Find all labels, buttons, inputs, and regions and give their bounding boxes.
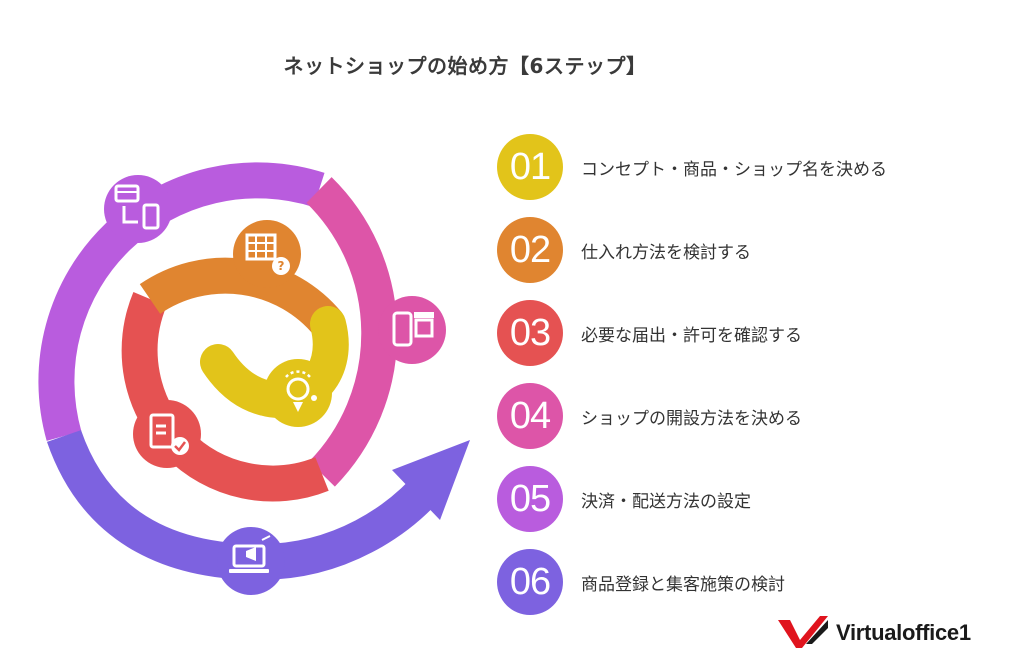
spreadsheet-question-icon: ? — [233, 220, 301, 288]
step-item: 03 必要な届出・許可を確認する — [497, 300, 1007, 366]
step-label: 仕入れ方法を検討する — [581, 242, 751, 263]
laptop-megaphone-icon — [217, 527, 285, 595]
brand-name: Virtualoffice1 — [836, 620, 971, 645]
ring-step-02 — [139, 257, 342, 336]
clipboard-check-icon — [133, 400, 201, 468]
step-number-badge: 01 — [497, 134, 563, 200]
step-label: 決済・配送方法の設定 — [581, 491, 751, 512]
card-to-phone-icon — [104, 175, 172, 243]
lightbulb-icon — [264, 359, 332, 427]
step-label: ショップの開設方法を決める — [581, 408, 802, 429]
step-number-badge: 05 — [497, 466, 563, 532]
step-label: コンセプト・商品・ショップ名を決める — [581, 159, 887, 180]
step-item: 02 仕入れ方法を検討する — [497, 217, 1007, 283]
step-number-badge: 02 — [497, 217, 563, 283]
step-item: 06 商品登録と集客施策の検討 — [497, 549, 1007, 615]
page-title: ネットショップの始め方【6ステップ】 — [283, 54, 647, 78]
step-number-badge: 04 — [497, 383, 563, 449]
mobile-shop-icon — [378, 296, 446, 364]
step-number-badge: 06 — [497, 549, 563, 615]
step-item: 05 決済・配送方法の設定 — [497, 466, 1007, 532]
step-label: 商品登録と集客施策の検討 — [581, 574, 785, 595]
step-label: 必要な届出・許可を確認する — [581, 325, 802, 346]
brand-mark-icon — [778, 616, 828, 648]
brand-logo: Virtualoffice1 — [776, 614, 971, 652]
step-item: 01 コンセプト・商品・ショップ名を決める — [497, 134, 1007, 200]
step-number-badge: 03 — [497, 300, 563, 366]
arrow-head — [392, 440, 470, 520]
svg-text:?: ? — [278, 259, 285, 273]
ring-step-05 — [38, 162, 325, 441]
step-item: 04 ショップの開設方法を決める — [497, 383, 1007, 449]
